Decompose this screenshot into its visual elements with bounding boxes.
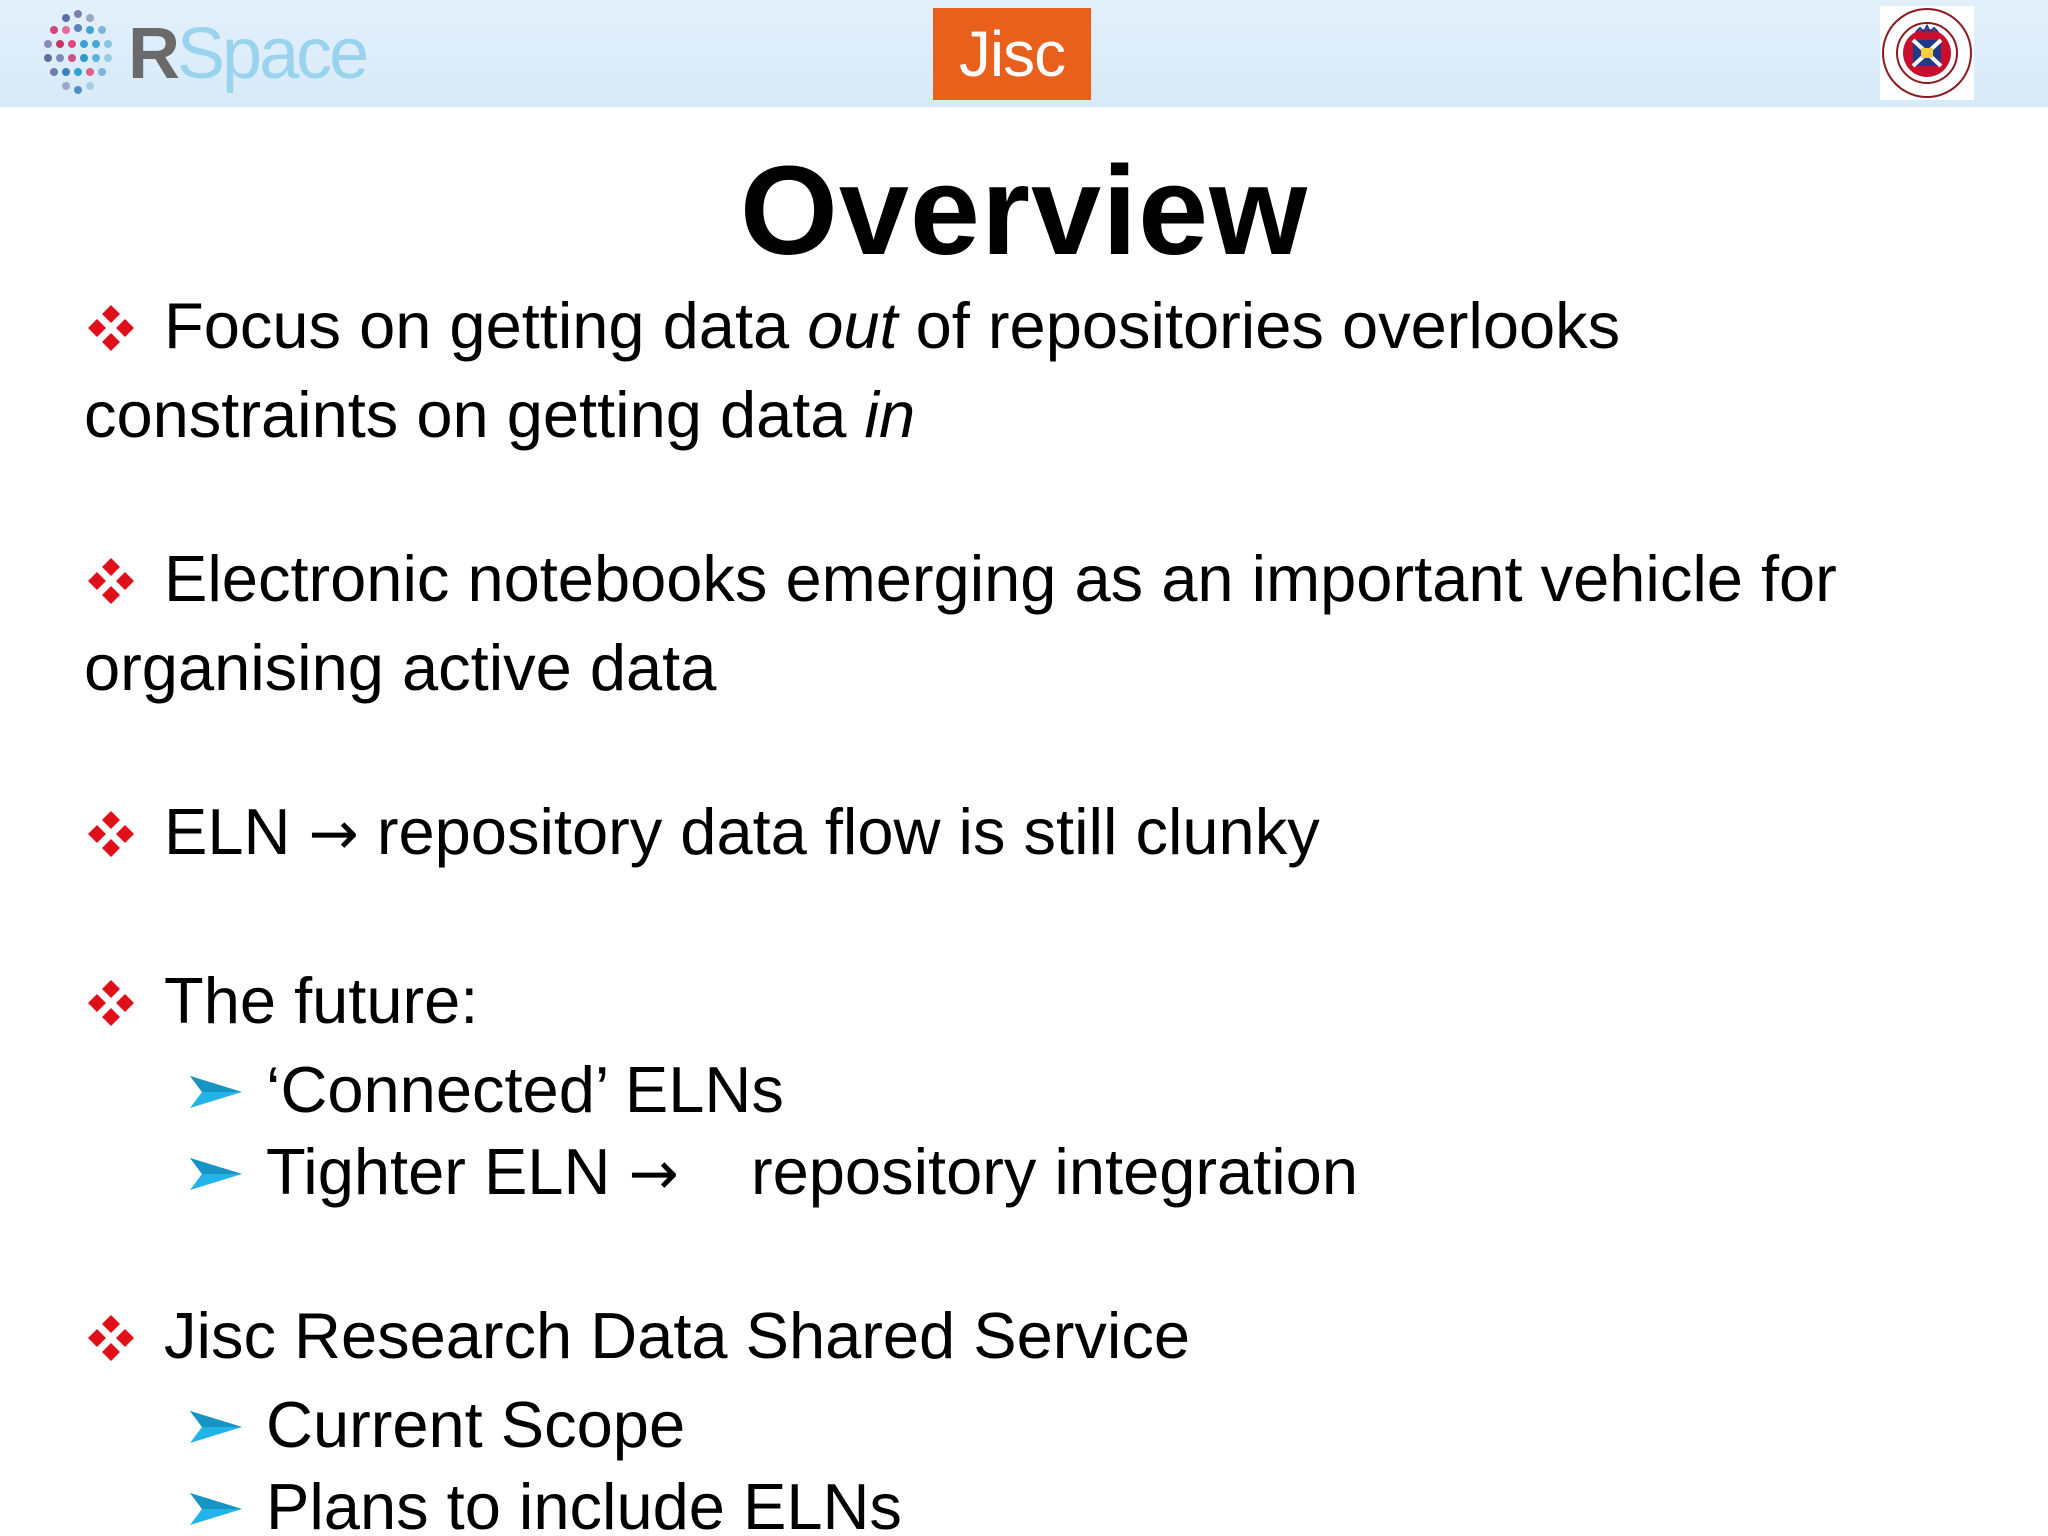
bullet-4-text: The future: — [164, 964, 479, 1037]
sub-item-4-1: ‘Connected’ ELNs — [84, 1049, 2024, 1131]
sub-item-4-2: Tighter ELN → repository integration — [84, 1131, 2024, 1215]
right-arrow-icon: → — [628, 1139, 679, 1209]
arrowhead-bullet-icon — [188, 1049, 244, 1131]
four-diamond-bullet-icon — [84, 285, 164, 374]
bullet-3-text-post: repository data flow is still clunky — [358, 795, 1320, 868]
rspace-wordmark: RSpace — [128, 14, 369, 94]
four-diamond-bullet-icon — [84, 960, 164, 1049]
bullet-item-1-line-2: constraints on getting data in — [84, 374, 2024, 456]
bullet-1-italic-out: out — [807, 289, 898, 362]
sub-item-5-2: Plans to include ELNs — [84, 1466, 2024, 1536]
bullet-2-text-a: Electronic notebooks emerging as an impo… — [164, 542, 1837, 615]
four-diamond-bullet-icon — [84, 791, 164, 880]
bullet-item-5: Jisc Research Data Shared Service — [84, 1295, 2024, 1384]
four-diamond-bullet-icon — [84, 538, 164, 627]
bullet-5-text: Jisc Research Data Shared Service — [164, 1299, 1191, 1372]
arrowhead-bullet-icon — [188, 1131, 244, 1213]
bullet-2-text-b: organising active data — [84, 631, 717, 704]
slide-title: Overview — [739, 140, 1309, 281]
rspace-dots-icon — [44, 10, 112, 94]
sub-4-1-text: ‘Connected’ ELNs — [266, 1053, 784, 1126]
bullet-item-4: The future: — [84, 960, 2024, 1049]
bullet-item-2-line-2: organising active data — [84, 627, 2024, 709]
bullet-list: Focus on getting data out of repositorie… — [84, 285, 2024, 1536]
bullet-1-text-a: Focus on getting data — [164, 289, 808, 362]
jisc-logo: Jisc — [933, 8, 1091, 100]
university-of-edinburgh-crest — [1880, 6, 1974, 100]
bullet-item-1: Focus on getting data out of repositorie… — [84, 285, 2024, 374]
bullet-1-text-c: constraints on getting data — [84, 378, 865, 451]
bullet-3-text-pre: ELN — [164, 795, 309, 868]
sub-5-2-text: Plans to include ELNs — [266, 1470, 902, 1536]
bullet-1-text-b: of repositories overlooks — [897, 289, 1621, 362]
sub-5-1-text: Current Scope — [266, 1388, 686, 1461]
arrowhead-bullet-icon — [188, 1466, 244, 1536]
sub-4-2-text-pre: Tighter ELN — [266, 1135, 629, 1208]
bullet-item-2: Electronic notebooks emerging as an impo… — [84, 538, 2024, 627]
four-diamond-bullet-icon — [84, 1295, 164, 1384]
bullet-1-italic-in: in — [864, 378, 916, 451]
edinburgh-crest-icon — [1882, 8, 1972, 98]
jisc-wordmark: Jisc — [958, 18, 1066, 90]
sub-4-2-text-post: repository integration — [678, 1135, 1358, 1208]
arrowhead-bullet-icon — [188, 1384, 244, 1466]
right-arrow-icon: → — [308, 799, 359, 869]
rspace-logo: RSpace — [38, 6, 369, 102]
bullet-item-3: ELN → repository data flow is still clun… — [84, 791, 2024, 880]
header-band: RSpace Jisc — [0, 0, 2048, 107]
sub-item-5-1: Current Scope — [84, 1384, 2024, 1466]
